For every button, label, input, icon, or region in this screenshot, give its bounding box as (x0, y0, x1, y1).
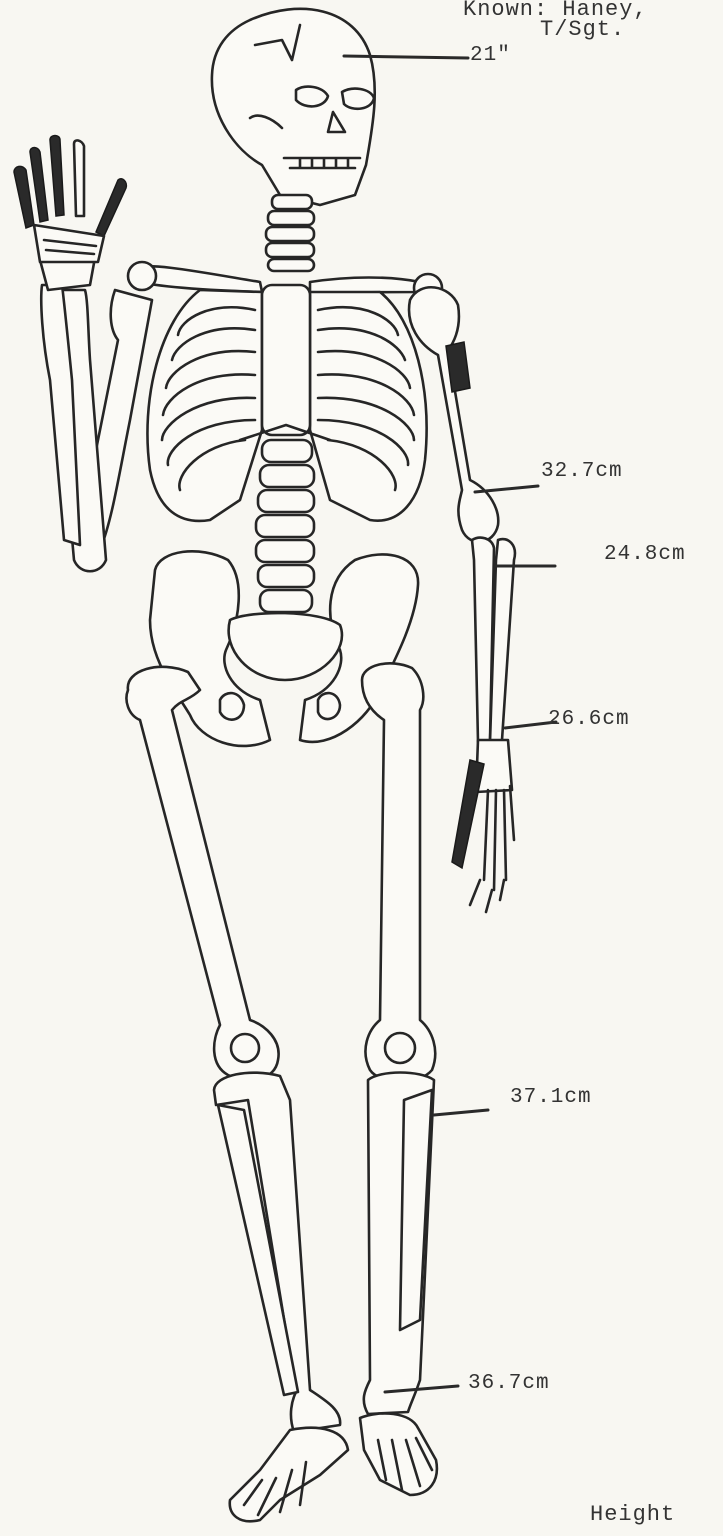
measurement-radius: 24.8cm (604, 543, 686, 566)
right-leg (360, 663, 437, 1495)
hanging-arm (409, 287, 515, 912)
pointer-skull (344, 56, 468, 58)
measurement-humerus: 32.7cm (541, 460, 623, 483)
left-leg (127, 667, 349, 1521)
measurement-skull: 21" (470, 44, 511, 67)
cervical-spine (266, 195, 314, 271)
lumbar-spine (256, 440, 314, 612)
raised-hand (14, 136, 126, 263)
pointer-tibia (434, 1110, 488, 1115)
measurement-ulna: 26.6cm (548, 708, 630, 731)
measurement-tibia: 37.1cm (510, 1086, 592, 1109)
height-label: Height (590, 1502, 675, 1527)
header-rank-line: T/Sgt. (540, 20, 625, 40)
measurement-fibula: 36.7cm (468, 1372, 550, 1395)
skull (212, 9, 375, 205)
